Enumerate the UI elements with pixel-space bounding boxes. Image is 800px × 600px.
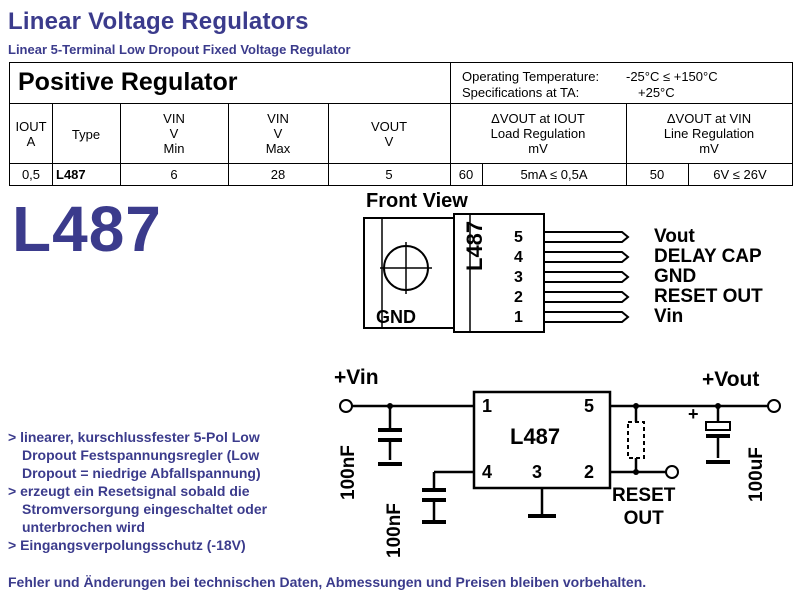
package-front-view <box>363 213 630 333</box>
vout-terminal-icon <box>767 399 781 413</box>
cell-load-reg-condition: 5mA ≤ 0,5A <box>520 167 588 182</box>
cell-line-reg-condition: 6V ≤ 26V <box>713 167 767 182</box>
list-item: Dropout Festspannungsregler (Low <box>22 447 260 463</box>
ic-pin-2: 2 <box>584 462 595 482</box>
part-number: L487 <box>12 193 162 265</box>
cell-vin-max: 28 <box>270 167 286 182</box>
specifications-value: +25°C <box>638 85 675 100</box>
pin-name-delay-cap: DELAY CAP <box>654 246 762 267</box>
package-label: L487 <box>462 220 487 271</box>
polarity-plus: + <box>688 404 699 424</box>
header-type: Type <box>71 127 101 142</box>
list-item: > Eingangsverpolungsschutz (-18V) <box>8 537 246 553</box>
cell-line-reg-value: 50 <box>649 167 665 182</box>
pin-number-1: 1 <box>514 309 523 326</box>
cell-iout: 0,5 <box>21 167 41 182</box>
vout-label: +Vout <box>702 368 760 391</box>
application-schematic <box>339 390 781 524</box>
page-title: Linear Voltage Regulators <box>8 8 309 35</box>
cell-load-reg-value: 60 <box>458 167 474 182</box>
pin-name-reset-out: RESET OUT <box>654 286 763 307</box>
cell-vout: 5 <box>385 167 393 182</box>
pin-name-gnd: GND <box>654 266 697 287</box>
spec-table: Positive Regulator Operating Temperature… <box>9 62 793 186</box>
list-item: Stromversorgung eingeschaltet oder <box>22 501 268 517</box>
list-item: > erzeugt ein Resetsignal sobald die <box>8 483 250 499</box>
cell-type: L487 <box>56 167 86 182</box>
front-view-title: Front View <box>366 190 468 212</box>
operating-temperature-label: Operating Temperature: <box>462 69 600 84</box>
cap-out-label: 100uF <box>746 447 767 502</box>
cell-vin-min: 6 <box>170 167 178 182</box>
pin-name-vout: Vout <box>654 226 695 247</box>
vin-label: +Vin <box>334 366 379 389</box>
vin-terminal-icon <box>339 399 353 413</box>
ic-pin-1: 1 <box>482 396 493 416</box>
feature-list: > linearer, kurschlussfester 5-Pol Low D… <box>8 428 348 554</box>
operating-temperature-value: -25°C ≤ +150°C <box>626 69 718 84</box>
ic-pin-3: 3 <box>532 462 543 482</box>
pin-number-4: 4 <box>514 249 523 266</box>
reset-out-label: RESET OUT <box>612 485 676 529</box>
reset-terminal-icon <box>665 465 679 479</box>
tab-gnd-label: GND <box>376 307 416 327</box>
ic-pin-5: 5 <box>584 396 595 416</box>
specifications-label: Specifications at TA: <box>462 85 580 100</box>
list-item: > linearer, kurschlussfester 5-Pol Low <box>8 429 260 445</box>
ic-pin-4: 4 <box>482 462 493 482</box>
ic-label: L487 <box>510 424 561 449</box>
page-subtitle: Linear 5-Terminal Low Dropout Fixed Volt… <box>8 42 351 57</box>
footer-disclaimer: Fehler und Änderungen bei technischen Da… <box>8 574 647 590</box>
cap-delay-label: 100nF <box>384 503 405 558</box>
pin-number-3: 3 <box>514 269 523 286</box>
pin-number-5: 5 <box>514 229 523 246</box>
pin-number-2: 2 <box>514 289 523 306</box>
list-item: Dropout = niedrige Abfallspannung) <box>22 465 261 481</box>
table-heading: Positive Regulator <box>18 68 238 96</box>
list-item: unterbrochen wird <box>22 519 145 535</box>
pin-name-vin: Vin <box>654 306 684 327</box>
